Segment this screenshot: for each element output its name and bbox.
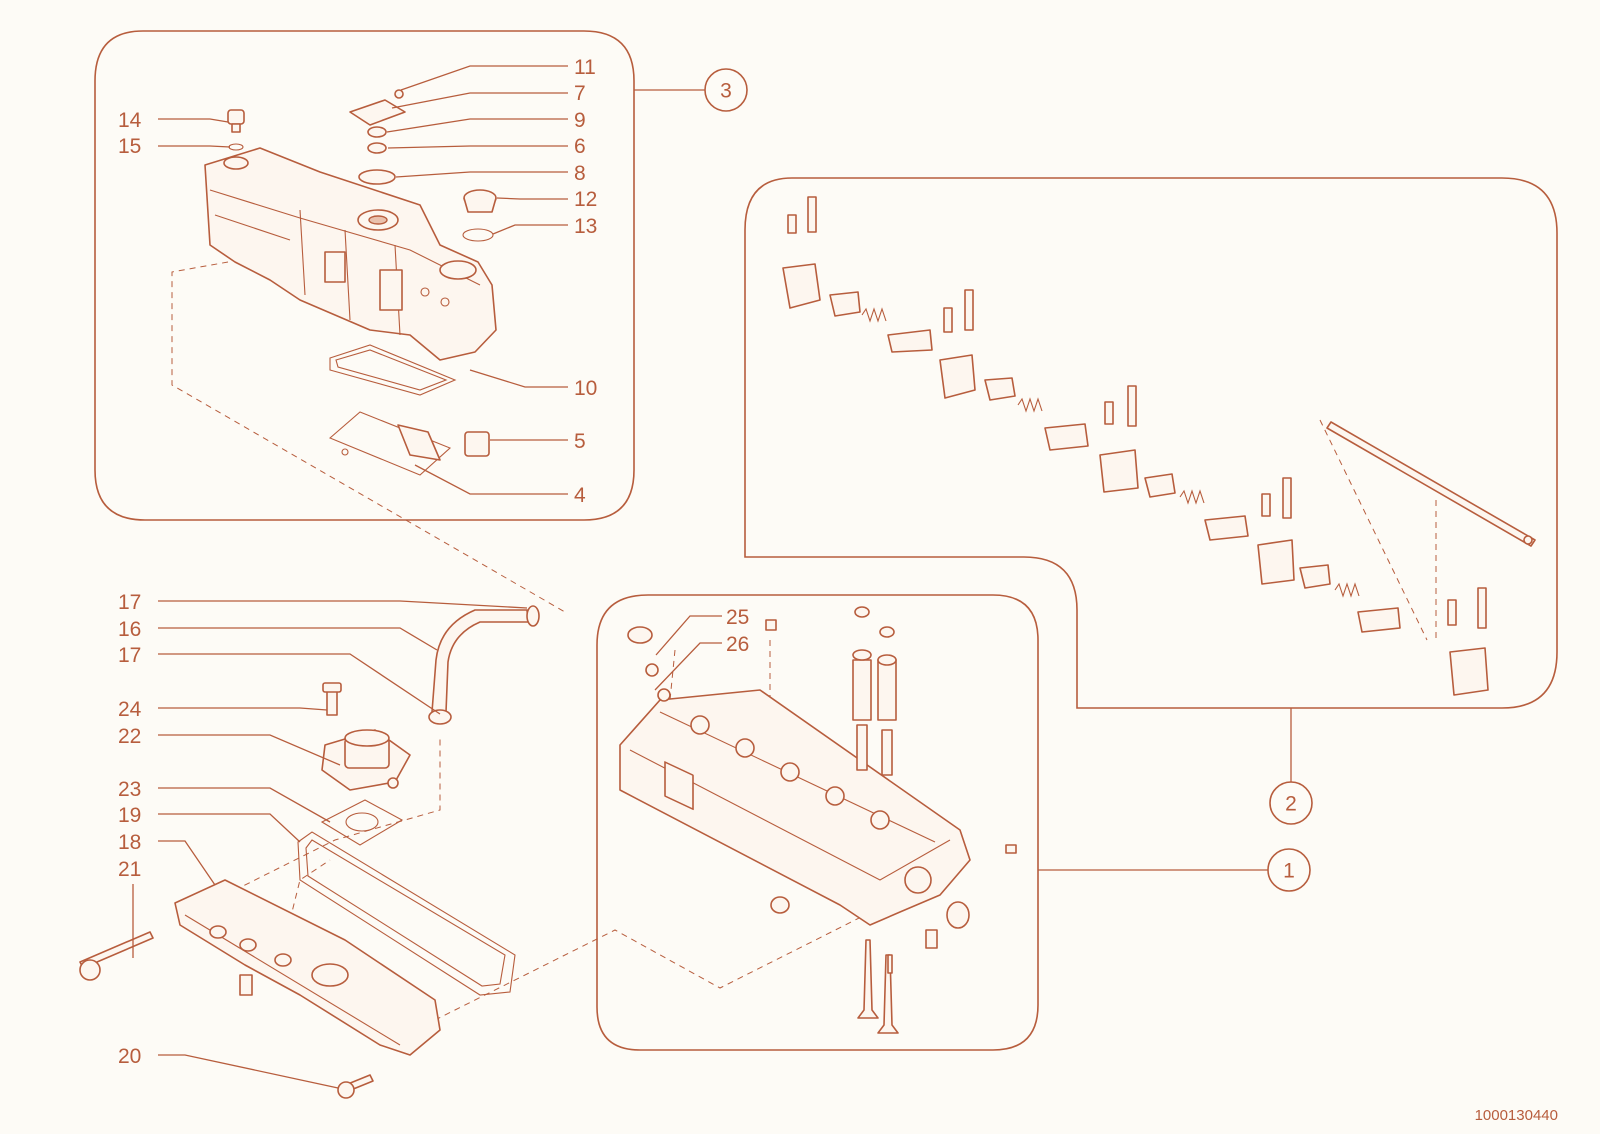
bolt-drawing xyxy=(79,931,374,1099)
callout-circle-1: 1 xyxy=(1038,848,1311,892)
part-label-5: 5 xyxy=(574,430,586,453)
rocker-spring-2 xyxy=(1017,397,1043,413)
part-label-23: 23 xyxy=(118,778,141,801)
part-label-12: 12 xyxy=(574,188,597,211)
part-label-10: 10 xyxy=(574,377,597,400)
breather-hose-drawing xyxy=(428,605,540,725)
rocker-spring-1 xyxy=(861,307,887,323)
thermostat-housing-drawing xyxy=(321,682,411,791)
part-label-16: 16 xyxy=(118,618,141,641)
rocker-spring-3 xyxy=(1179,489,1205,505)
part-label-11: 11 xyxy=(574,56,596,79)
part-label-9: 9 xyxy=(574,109,586,132)
assembly-label-2: 2 xyxy=(1285,793,1297,816)
part-label-13: 13 xyxy=(574,215,597,238)
assembly-dash-manifold-to-head xyxy=(424,904,886,1026)
assembly-dash-head-bolt xyxy=(669,649,676,701)
rocker-arm-shaft-drawing xyxy=(782,196,1536,696)
rocker-spring-4 xyxy=(1334,582,1360,598)
part-label-26: 26 xyxy=(726,633,749,656)
part-label-17-lower: 17 xyxy=(118,644,141,667)
cover-gasket-drawing xyxy=(329,344,457,396)
part-label-8: 8 xyxy=(574,162,586,185)
part-label-17-upper: 17 xyxy=(118,591,141,614)
cover-bolt-drawing xyxy=(227,109,245,151)
callout-circle-3: 3 xyxy=(634,68,748,112)
thermostat-gasket-drawing xyxy=(320,799,404,846)
part-label-25: 25 xyxy=(726,606,749,629)
part-label-14: 14 xyxy=(118,109,142,132)
group-frame-rocker-arm xyxy=(744,177,1558,709)
part-label-19: 19 xyxy=(118,804,141,827)
rocker-arm-3 xyxy=(1044,385,1176,498)
rocker-arm-5 xyxy=(1357,587,1489,696)
valve-springs-drawing xyxy=(852,606,897,776)
part-label-6: 6 xyxy=(574,135,586,158)
assembly-label-1: 1 xyxy=(1283,860,1295,883)
part-label-7: 7 xyxy=(574,82,586,105)
valves-drawing xyxy=(857,939,899,1034)
part-label-4: 4 xyxy=(574,484,586,507)
drawing-reference-number: 1000130440 xyxy=(1475,1107,1558,1124)
manifold-gasket-drawing xyxy=(297,831,516,996)
group-frame-cylinder-head xyxy=(596,594,1039,1051)
baffle-plate-drawing xyxy=(328,411,490,476)
rocker-arm-4 xyxy=(1204,477,1331,589)
part-label-21: 21 xyxy=(118,858,141,881)
part-label-22: 22 xyxy=(118,725,141,748)
rocker-arm-2 xyxy=(887,289,1016,401)
breather-cap-drawing xyxy=(349,89,406,185)
part-label-15: 15 xyxy=(118,135,141,158)
part-label-24: 24 xyxy=(118,698,142,721)
assembly-dash-cover-to-head xyxy=(171,261,566,613)
part-label-18: 18 xyxy=(118,831,141,854)
group-frame-valve-cover xyxy=(94,30,635,521)
part-label-20: 20 xyxy=(118,1045,141,1068)
intake-manifold-drawing xyxy=(174,879,441,1056)
valve-cover-drawing xyxy=(204,147,497,361)
assembly-dash-shaft-left xyxy=(1319,419,1428,641)
callout-circle-2: 2 xyxy=(1269,708,1313,825)
assembly-dash-thermostat xyxy=(289,859,331,921)
assembly-dash-manifold-top xyxy=(204,735,441,906)
oil-filler-cap-drawing xyxy=(462,189,497,242)
assembly-label-3: 3 xyxy=(720,80,732,103)
cylinder-head-drawing xyxy=(619,606,1017,1034)
leader-lines xyxy=(132,65,722,1089)
rocker-arm-1 xyxy=(782,196,861,317)
